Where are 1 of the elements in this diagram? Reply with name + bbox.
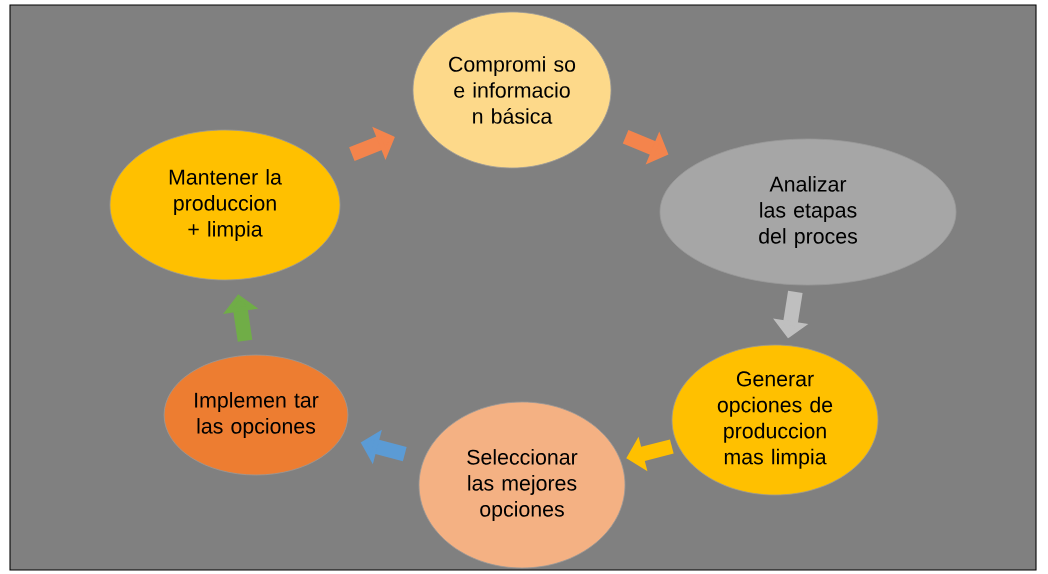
block-arrow [349,126,395,161]
